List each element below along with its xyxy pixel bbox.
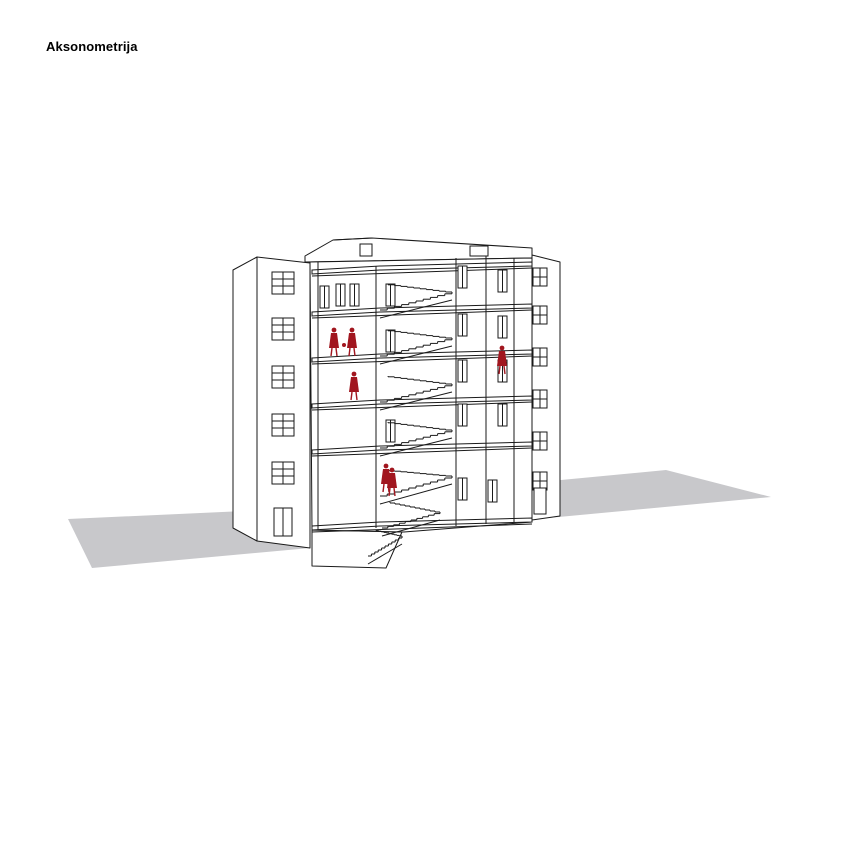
person-figure-leg <box>355 391 358 401</box>
stair-stringer <box>379 483 453 505</box>
slab-underside <box>311 355 533 365</box>
floor-slab <box>311 441 533 455</box>
person-figure-leg <box>393 487 396 497</box>
person-figure-leg <box>330 347 333 357</box>
stair-stringer <box>367 543 403 565</box>
section-cut <box>309 257 533 533</box>
person-figure-body <box>349 377 359 392</box>
stair-stringer <box>379 391 453 411</box>
person-figure-leg <box>388 487 391 497</box>
page-title: Aksonometrija <box>46 39 138 54</box>
slab-underside <box>311 267 533 277</box>
person-figure-leg <box>503 365 506 375</box>
person-figure-leg <box>498 365 501 375</box>
person-figure-leg <box>353 347 356 357</box>
ground-shadow-right <box>540 470 771 518</box>
ball <box>342 343 346 347</box>
person-figure-leg <box>382 483 385 493</box>
stair-stringer <box>381 519 441 537</box>
person-figure-head <box>349 327 355 333</box>
person-figure-leg <box>387 483 390 493</box>
floor-slab <box>311 261 533 275</box>
person-figure-head <box>499 345 505 351</box>
person-figure-head <box>331 327 337 333</box>
roof-vent <box>469 245 489 257</box>
floor-slab <box>311 395 533 409</box>
person-figure-body <box>329 333 339 348</box>
roof-edge <box>332 237 373 241</box>
left-facade <box>256 256 311 549</box>
person-figure-body <box>381 469 391 484</box>
person-figure-body <box>497 351 507 366</box>
slab-underside <box>311 309 533 319</box>
person-figure-head <box>351 371 357 377</box>
floor-slab <box>311 517 533 531</box>
basement <box>311 529 403 569</box>
stair-stringer <box>379 345 453 365</box>
left-facade-edge <box>232 256 258 542</box>
person-figure-head <box>389 467 395 473</box>
slab-underside <box>311 523 533 533</box>
floor-slab <box>311 303 533 317</box>
slab-underside <box>311 447 533 457</box>
slab-underside <box>311 401 533 411</box>
stair-stringer <box>379 437 453 457</box>
person-figure-leg <box>335 347 338 357</box>
person-figure-body <box>347 333 357 348</box>
side-door <box>533 487 547 515</box>
person-figure-leg <box>350 391 353 401</box>
person-figure-head <box>383 463 389 469</box>
person-figure-leg <box>348 347 351 357</box>
floor-slab <box>311 349 533 363</box>
roof-vent <box>359 243 373 257</box>
stair-stringer <box>379 299 453 319</box>
